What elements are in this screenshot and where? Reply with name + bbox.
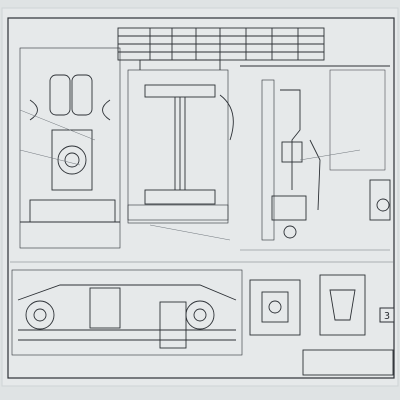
center-frame-assembly <box>127 59 234 224</box>
lower-right-details <box>249 274 394 376</box>
left-truck-assembly <box>19 47 121 249</box>
lower-truck-view <box>11 269 243 356</box>
drawing-paper <box>1 7 399 387</box>
schedule-table <box>117 27 325 61</box>
drawing-border <box>7 17 395 379</box>
sheet-label-box <box>379 307 395 323</box>
sheet-label: 3 <box>384 311 390 322</box>
right-elevation-views <box>240 65 391 241</box>
